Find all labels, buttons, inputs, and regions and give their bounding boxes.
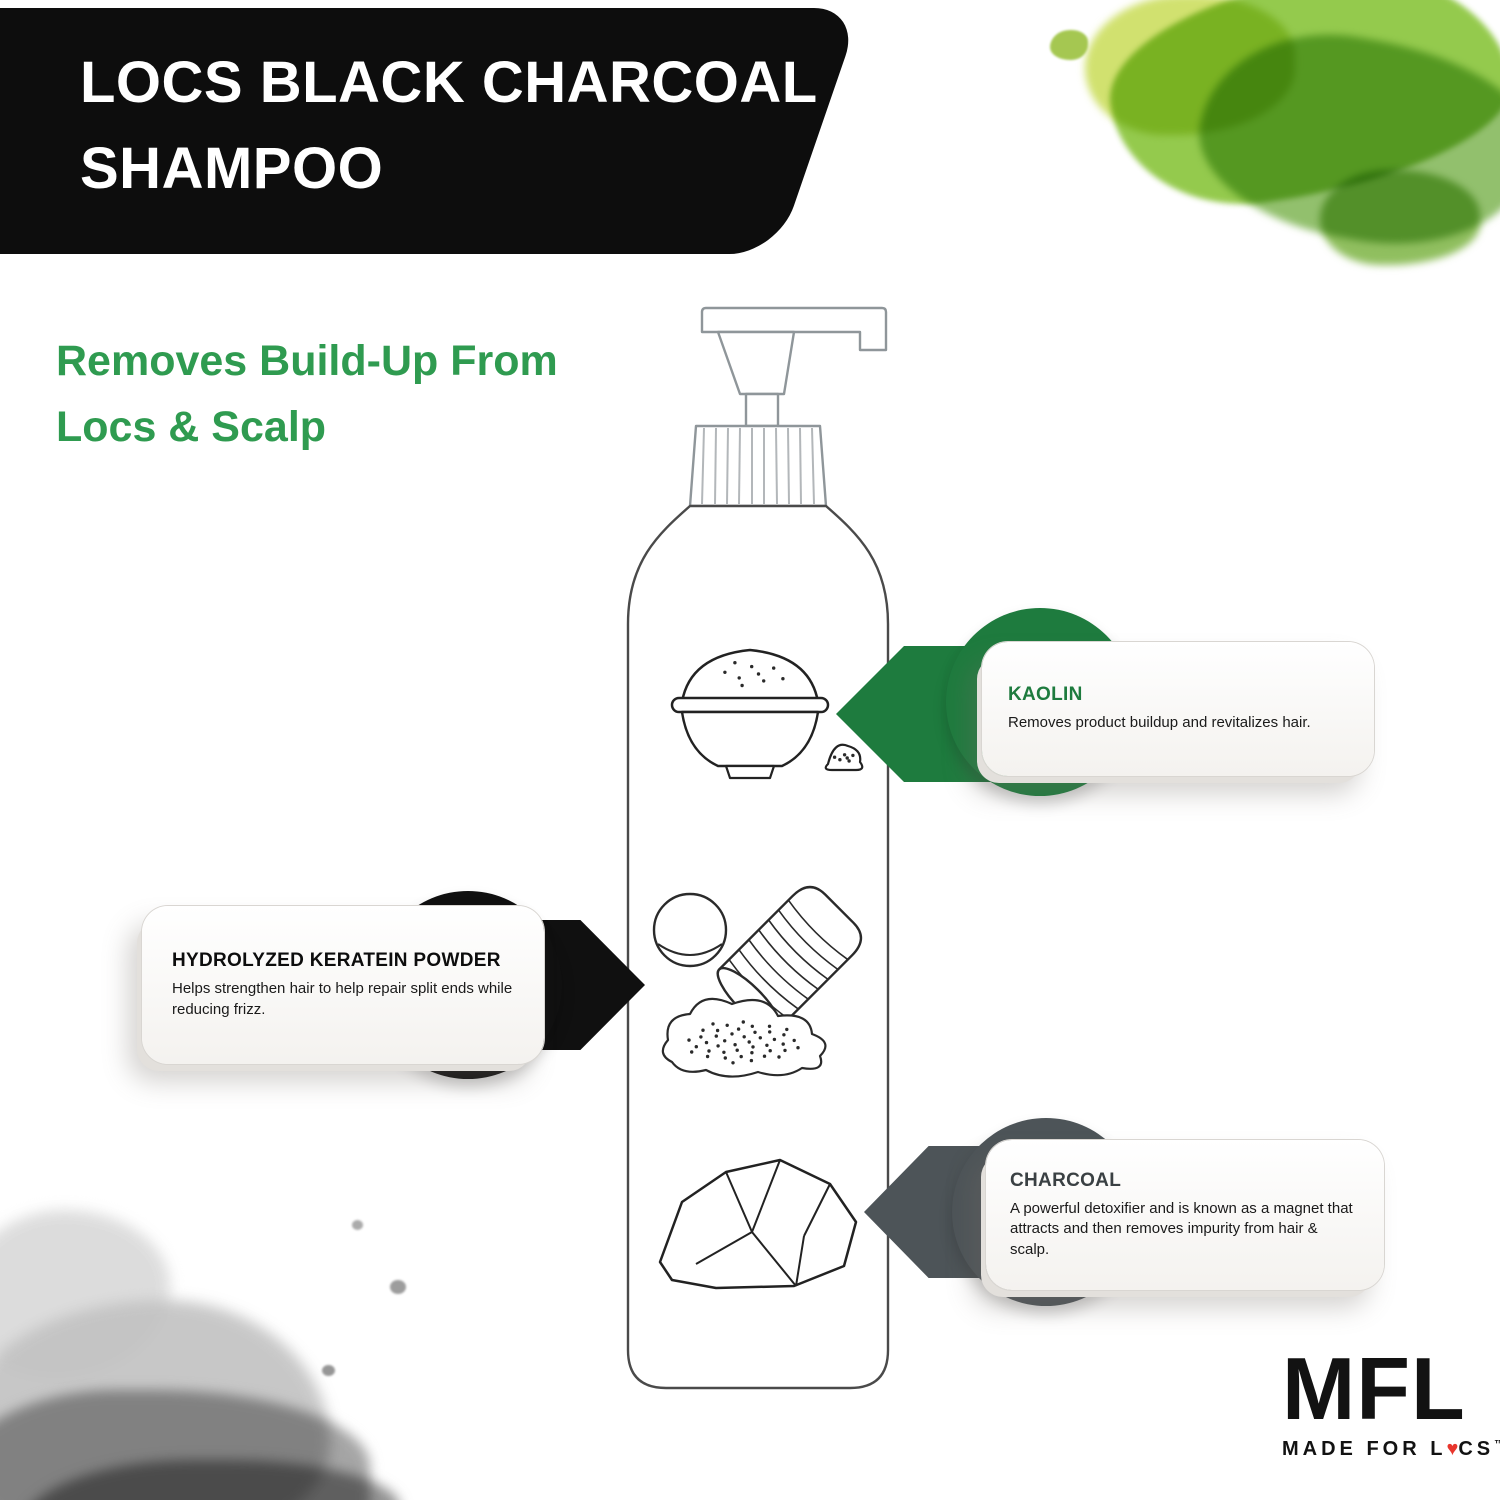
product-title-line2: SHAMPOO: [80, 136, 384, 201]
watercolor-blob: [1320, 170, 1480, 265]
watercolor-blob: [0, 1300, 330, 1500]
tagline-line2: Locs & Scalp: [56, 403, 327, 451]
charcoal-description: A powerful detoxifier and is known as a …: [1010, 1200, 1353, 1258]
kaolin-side-pile-dots: [832, 753, 855, 763]
kaolin-powder-bowl-icon: [670, 648, 864, 780]
keratin-powder-dots: [687, 1020, 800, 1065]
keratin-powder-jar-icon: [652, 885, 863, 1078]
watercolor-blob: [20, 1460, 400, 1500]
brand-tagline-pre: MADE FOR L: [1282, 1438, 1447, 1460]
brand-tagline-post: CS: [1458, 1438, 1495, 1460]
kaolin-powder-dots: [723, 661, 785, 688]
brand-logo-tagline: MADE FOR L♥CS™: [1282, 1438, 1500, 1461]
trademark-symbol: ™: [1494, 1438, 1500, 1451]
charcoal-callout-card: CHARCOAL A powerful detoxifier and is kn…: [986, 1140, 1384, 1290]
watercolor-speck: [1050, 30, 1088, 60]
kaolin-callout-card: KAOLIN Removes product buildup and revit…: [982, 642, 1374, 776]
heart-icon: ♥: [1446, 1438, 1459, 1460]
brand-logo: MFL MADE FOR L♥CS™: [1282, 1342, 1500, 1461]
kaolin-title: KAOLIN: [1008, 684, 1083, 706]
product-title-banner: LOCS BLACK CHARCOAL SHAMPOO: [0, 8, 880, 254]
shampoo-bottle-illustration: [626, 306, 890, 1390]
watercolor-blob: [1096, 0, 1500, 222]
watercolor-blob: [0, 1210, 170, 1380]
watercolor-blob: [1185, 12, 1500, 268]
charcoal-title: CHARCOAL: [1010, 1170, 1122, 1192]
watercolor-splash-gray: [0, 1150, 460, 1500]
watercolor-blob: [0, 1390, 370, 1500]
bottle-cap: [688, 424, 828, 508]
product-title-line1: LOCS BLACK CHARCOAL: [80, 50, 818, 115]
brand-logo-text: MFL: [1282, 1339, 1466, 1438]
keratein-description: Helps strengthen hair to help repair spl…: [172, 980, 513, 1018]
kaolin-description: Removes product buildup and revitalizes …: [1008, 714, 1311, 732]
watercolor-speck: [352, 1220, 363, 1230]
keratein-title: HYDROLYZED KERATEIN POWDER: [172, 950, 501, 972]
charcoal-rock-icon: [658, 1158, 858, 1290]
watercolor-splash-green: [1040, 0, 1500, 280]
tagline-line1: Removes Build-Up From: [56, 337, 558, 385]
pump-dispenser-icon: [700, 306, 888, 428]
watercolor-blob: [1085, 0, 1295, 135]
watercolor-speck: [390, 1280, 406, 1294]
watercolor-speck: [322, 1365, 335, 1376]
product-title: LOCS BLACK CHARCOAL SHAMPOO: [80, 40, 818, 212]
product-tagline: Removes Build-Up From Locs & Scalp: [56, 328, 558, 460]
keratein-callout-card: HYDROLYZED KERATEIN POWDER Helps strengt…: [142, 906, 544, 1064]
